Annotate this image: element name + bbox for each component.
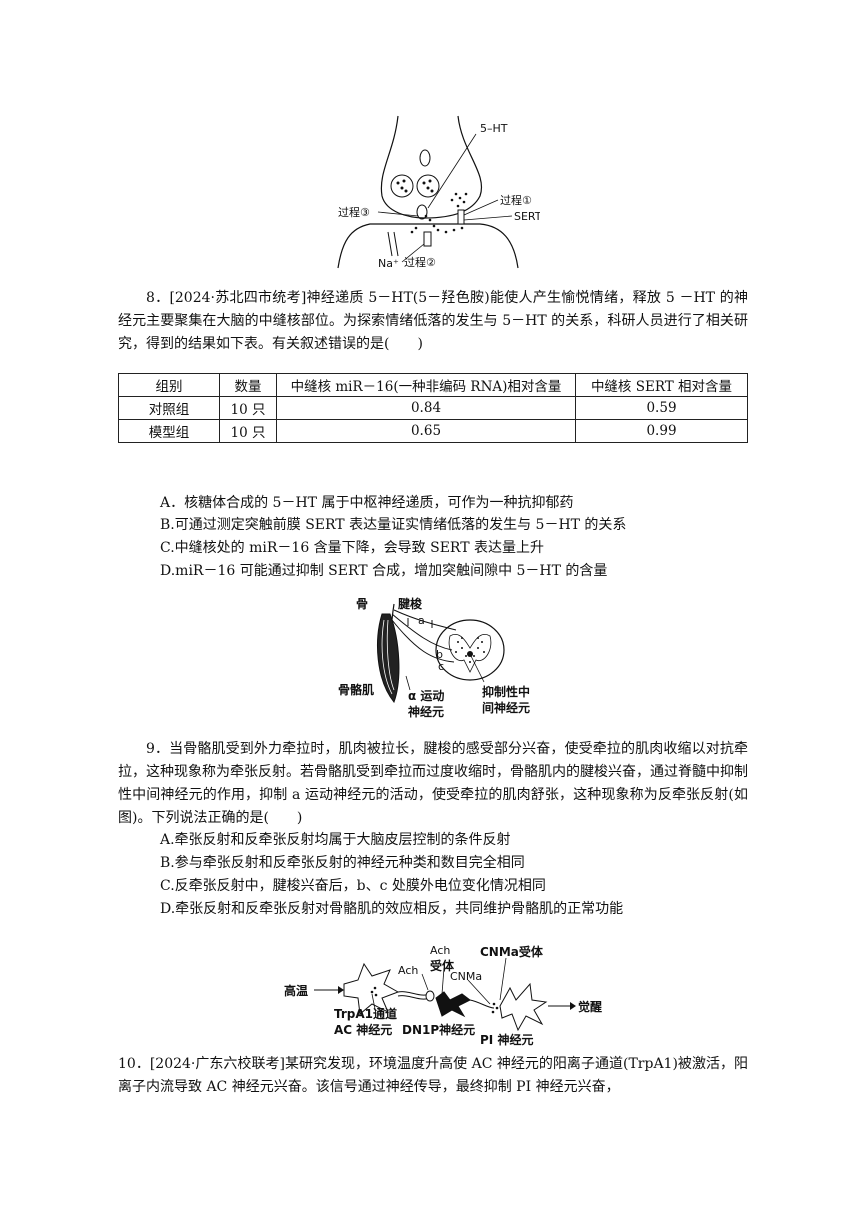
table-cell: 0.59: [575, 396, 748, 420]
question-8-stem: 8．[2024·苏北四市统考]神经递质 5－HT(5－羟色胺)能使人产生愉悦情绪…: [118, 290, 748, 352]
table-cell: 0.65: [276, 419, 576, 443]
fig1-label-process2: 过程②: [404, 256, 436, 269]
fig3-label-wake: 觉醒: [578, 999, 602, 1014]
fig2-label-c: c: [438, 660, 444, 673]
fig2-label-inhib-2: 间神经元: [482, 700, 530, 715]
reflex-figure: 骨 腱梭 a b c 骨骼肌 α 运动 神经元 抑制性中 间神经元: [338, 596, 530, 719]
fig2-label-alpha-2: 神经元: [408, 704, 444, 719]
fig2-label-b: b: [436, 648, 443, 661]
pi-neuron: [499, 982, 548, 1032]
fig2-label-inhib-1: 抑制性中: [482, 684, 530, 699]
table-cell: 模型组: [118, 419, 220, 443]
fig3-label-dn1p: DN1P神经元: [402, 1022, 475, 1037]
table-header-cell: 中缝核 miR－16(一种非编码 RNA)相对含量: [276, 373, 576, 397]
fig3-label-cnma-receptor: CNMa受体: [480, 944, 544, 959]
table-header-cell: 中缝核 SERT 相对含量: [575, 373, 748, 397]
question-9-stem: 9．当骨骼肌受到外力牵拉时，肌肉被拉长，腱梭的感受部分兴奋，使受牵拉的肌肉收缩以…: [118, 741, 748, 826]
fig2-label-muscle: 骨骼肌: [338, 682, 374, 697]
postsynaptic-membrane: [337, 223, 519, 269]
fig3-label-cnma: CNMa: [450, 970, 482, 983]
fig1-label-sert: SERT: [514, 210, 540, 223]
fig1-label-5ht: 5–HT: [480, 122, 508, 135]
q8-option-b: B.可通过测定突触前膜 SERT 表达量证实情绪低落的发生与 5－HT 的关系: [160, 517, 627, 533]
table-cell: 10 只: [219, 419, 277, 443]
table-header-cell: 组别: [118, 373, 220, 397]
fig1-label-process1: 过程①: [500, 194, 532, 207]
q9-option-a: A.牵张反射和反牵张反射均属于大脑皮层控制的条件反射: [160, 832, 511, 848]
fig3-label-trpa1: TrpA1通道: [334, 1006, 397, 1021]
table-header-row: 组别 数量 中缝核 miR－16(一种非编码 RNA)相对含量 中缝核 SERT…: [118, 373, 748, 397]
q8-option-c: C.中缝核处的 miR－16 含量下降，会导致 SERT 表达量上升: [160, 540, 545, 556]
fig2-label-spindle: 腱梭: [398, 596, 423, 611]
q9-option-d: D.牵张反射和反牵张反射对骨骼肌的效应相反，共同维护骨骼肌的正常功能: [160, 901, 624, 917]
fig2-label-bone: 骨: [356, 597, 368, 611]
table-cell: 对照组: [118, 396, 220, 420]
results-table: 组别 数量 中缝核 miR－16(一种非编码 RNA)相对含量 中缝核 SERT…: [118, 373, 748, 443]
neuron-chain-figure: 高温 Ach Ach 受体 CNMa受体 CNMa TrpA1通道 AC 神经元…: [284, 944, 602, 1047]
q8-option-d: D.miR－16 可能通过抑制 SERT 合成，增加突触间隙中 5－HT 的含量: [160, 563, 608, 579]
fig3-label-ac: AC 神经元: [334, 1022, 392, 1037]
question-10-stem: 10．[2024·广东六校联考]某研究发现，环境温度升高使 AC 神经元的阳离子…: [118, 1056, 748, 1095]
fig3-label-heat: 高温: [284, 983, 308, 998]
q8-option-a: A．核糖体合成的 5－HT 属于中枢神经递质，可作为一种抗抑郁药: [160, 495, 574, 511]
table-cell: 0.84: [276, 396, 576, 420]
fig3-label-pi: PI 神经元: [480, 1032, 533, 1047]
q9-option-c: C.反牵张反射中，腱梭兴奋后，b、c 处膜外电位变化情况相同: [160, 878, 546, 894]
fig3-label-ach2: Ach: [430, 944, 450, 957]
fig3-label-ach: Ach: [398, 964, 418, 977]
synapse-figure: 5–HT 过程① SERT 过程③ Na⁺ 过程②: [337, 115, 540, 270]
table-header-cell: 数量: [219, 373, 277, 397]
fig2-label-alpha-1: α 运动: [408, 689, 444, 703]
dn1p-neuron: [435, 991, 471, 1018]
fig1-label-process3: 过程③: [338, 206, 370, 219]
table-cell: 10 只: [219, 396, 277, 420]
table-row: 对照组 10 只 0.84 0.59: [118, 396, 748, 420]
q9-option-b: B.参与牵张反射和反牵张反射的神经元种类和数目完全相同: [160, 855, 525, 871]
fig2-label-a: a: [418, 614, 425, 627]
fig1-label-na: Na⁺: [378, 257, 399, 270]
table-row: 模型组 10 只 0.65 0.99: [118, 419, 748, 443]
fig3-label-receptor: 受体: [430, 958, 455, 973]
ac-neuron: [343, 962, 400, 1015]
table-cell: 0.99: [575, 419, 748, 443]
